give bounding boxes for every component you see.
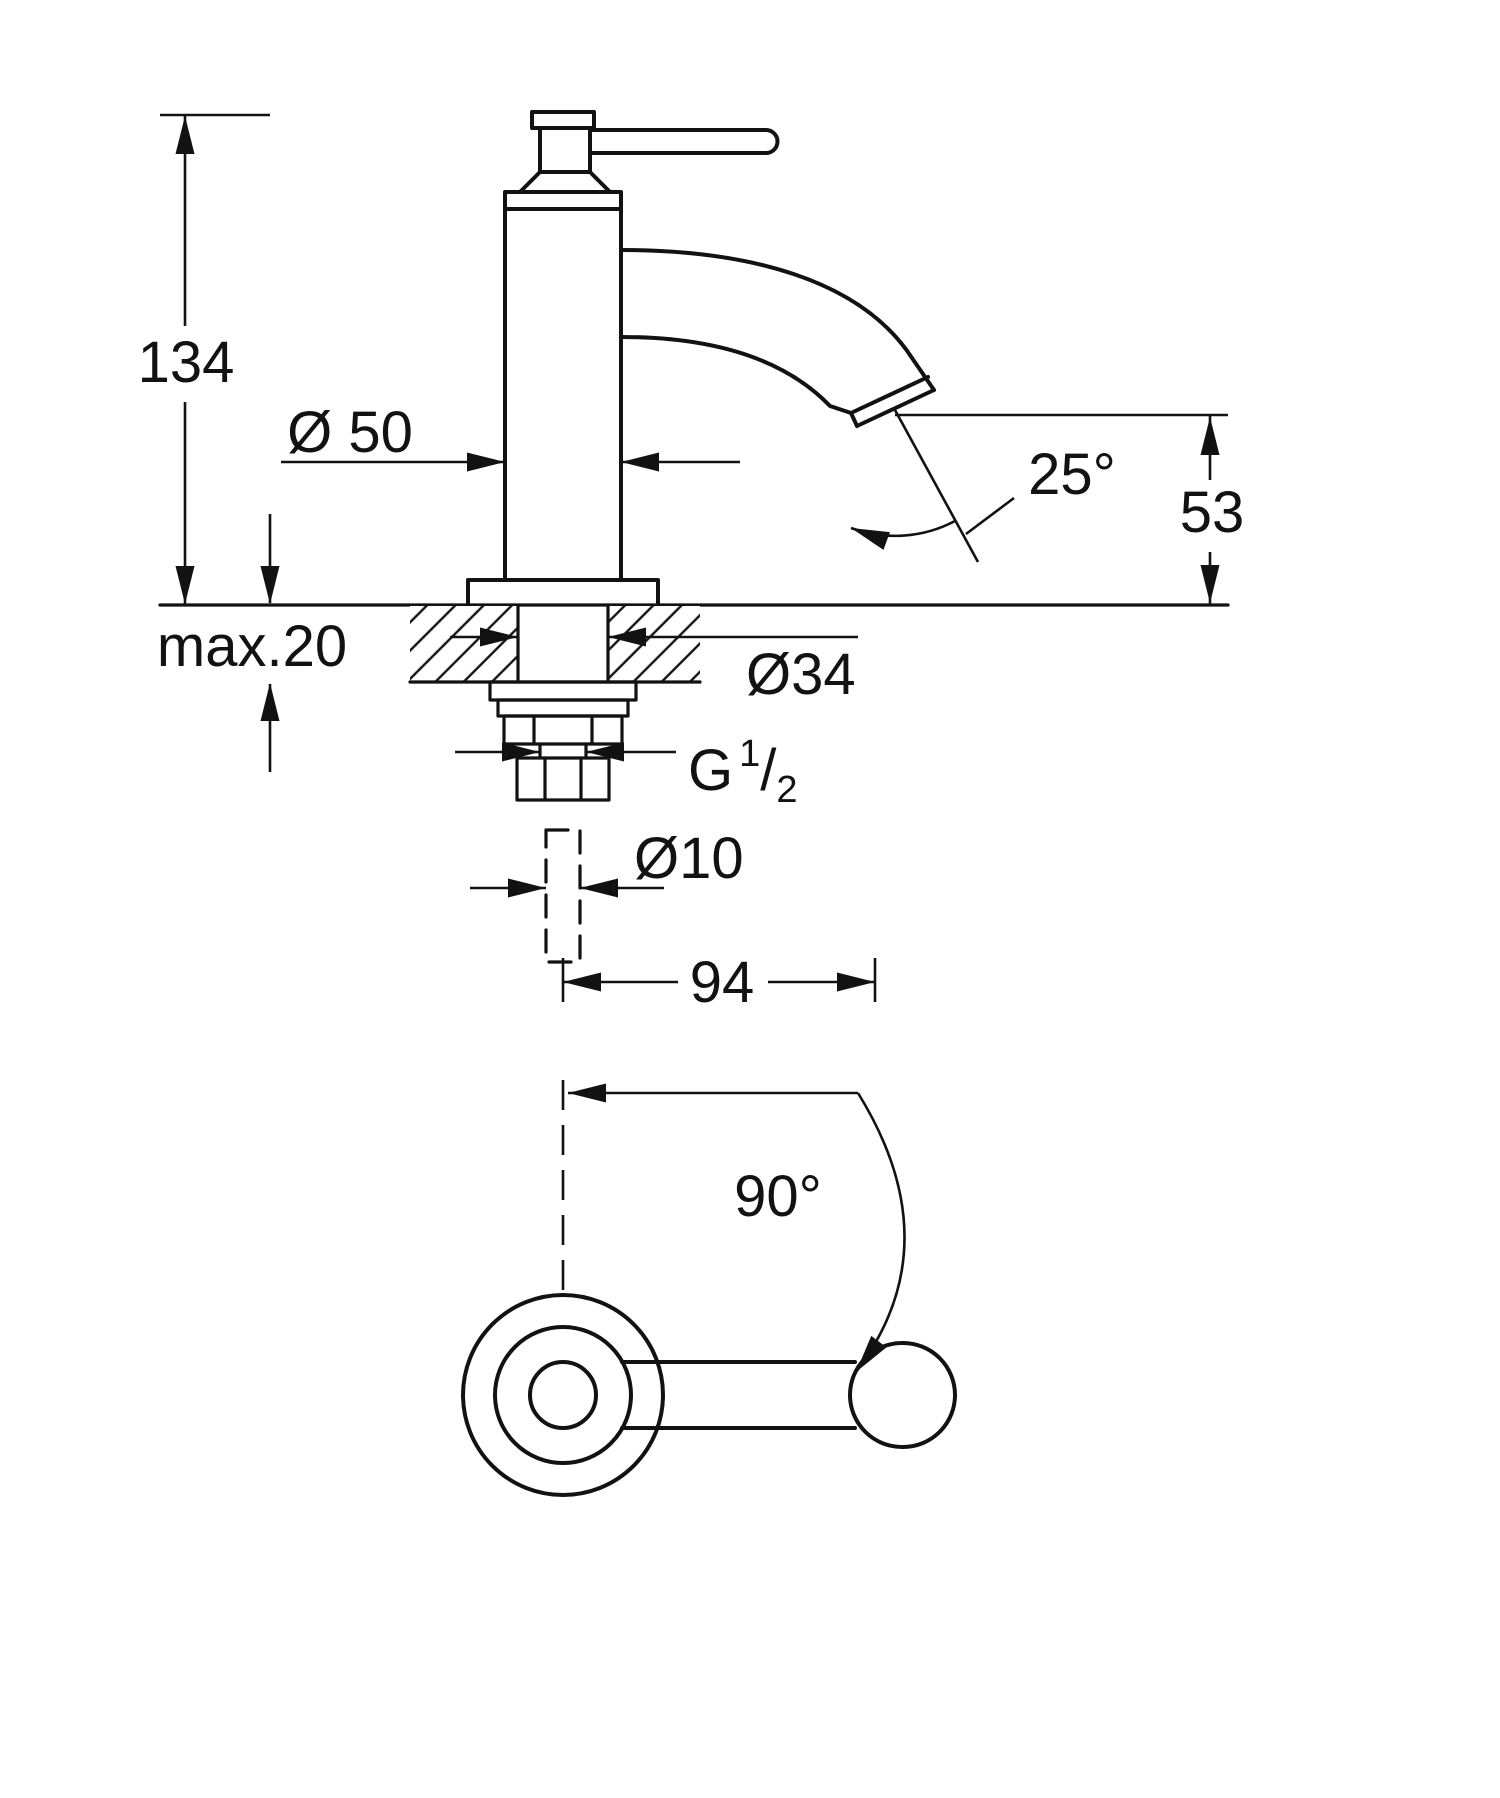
label-supply-diameter: Ø10 bbox=[634, 826, 744, 891]
faucet-side-view bbox=[466, 110, 936, 607]
thread-slash: / bbox=[760, 738, 777, 803]
deck-hatch-left bbox=[410, 606, 518, 681]
stem-circle bbox=[528, 1360, 598, 1430]
thread-denominator: 2 bbox=[776, 769, 797, 811]
label-spout-reach: 94 bbox=[690, 950, 755, 1015]
label-body-diameter: Ø 50 bbox=[287, 400, 413, 465]
handle-stem bbox=[538, 126, 592, 174]
thread-numerator: 1 bbox=[739, 733, 760, 775]
lock-nut bbox=[502, 714, 624, 746]
deck-and-mounting bbox=[158, 603, 1230, 964]
leader-line bbox=[965, 496, 1015, 536]
dimension-body-diameter: Ø 50 bbox=[281, 400, 740, 472]
label-spout-angle: 25° bbox=[1028, 442, 1116, 507]
label-total-height: 134 bbox=[138, 330, 235, 395]
label-outlet-height: 53 bbox=[1180, 480, 1245, 545]
stem-flare-right bbox=[588, 170, 612, 194]
hex-nut bbox=[515, 756, 611, 802]
swing-arc bbox=[854, 1092, 906, 1373]
label-handle-swing: 90° bbox=[734, 1164, 822, 1229]
dimension-total-height: 134 bbox=[138, 113, 270, 605]
handle-lever bbox=[588, 128, 780, 155]
dimension-supply-diameter: Ø10 bbox=[470, 826, 744, 898]
spout-lower-outline bbox=[619, 335, 853, 415]
dimension-deck-thickness: max.20 bbox=[157, 514, 347, 772]
spout-outlet-bottom bbox=[849, 411, 859, 428]
thread-letter: G bbox=[688, 738, 733, 803]
dimension-hole-diameter: Ø34 bbox=[450, 627, 858, 707]
label-hole-diameter: Ø34 bbox=[746, 642, 856, 707]
spout-outlet-face bbox=[855, 388, 936, 428]
spout-outlet-ring bbox=[849, 375, 930, 415]
spout-upper-outline bbox=[619, 248, 936, 392]
label-deck-thickness: max.20 bbox=[157, 614, 347, 679]
flow-direction-line bbox=[893, 409, 980, 563]
deck-hatch-right bbox=[608, 606, 700, 681]
escutcheon-outer-circle bbox=[461, 1293, 665, 1497]
dimension-outlet-height: 53 bbox=[895, 413, 1245, 605]
faucet-top-view: 90° bbox=[461, 1080, 957, 1497]
base-flange bbox=[466, 578, 660, 607]
stem-flare-left bbox=[518, 170, 542, 194]
dimension-spout-angle: 25° bbox=[847, 409, 1116, 563]
dimension-spout-reach: 94 bbox=[561, 950, 877, 1015]
lever-end-knob bbox=[848, 1341, 957, 1449]
body-circle bbox=[493, 1325, 633, 1465]
